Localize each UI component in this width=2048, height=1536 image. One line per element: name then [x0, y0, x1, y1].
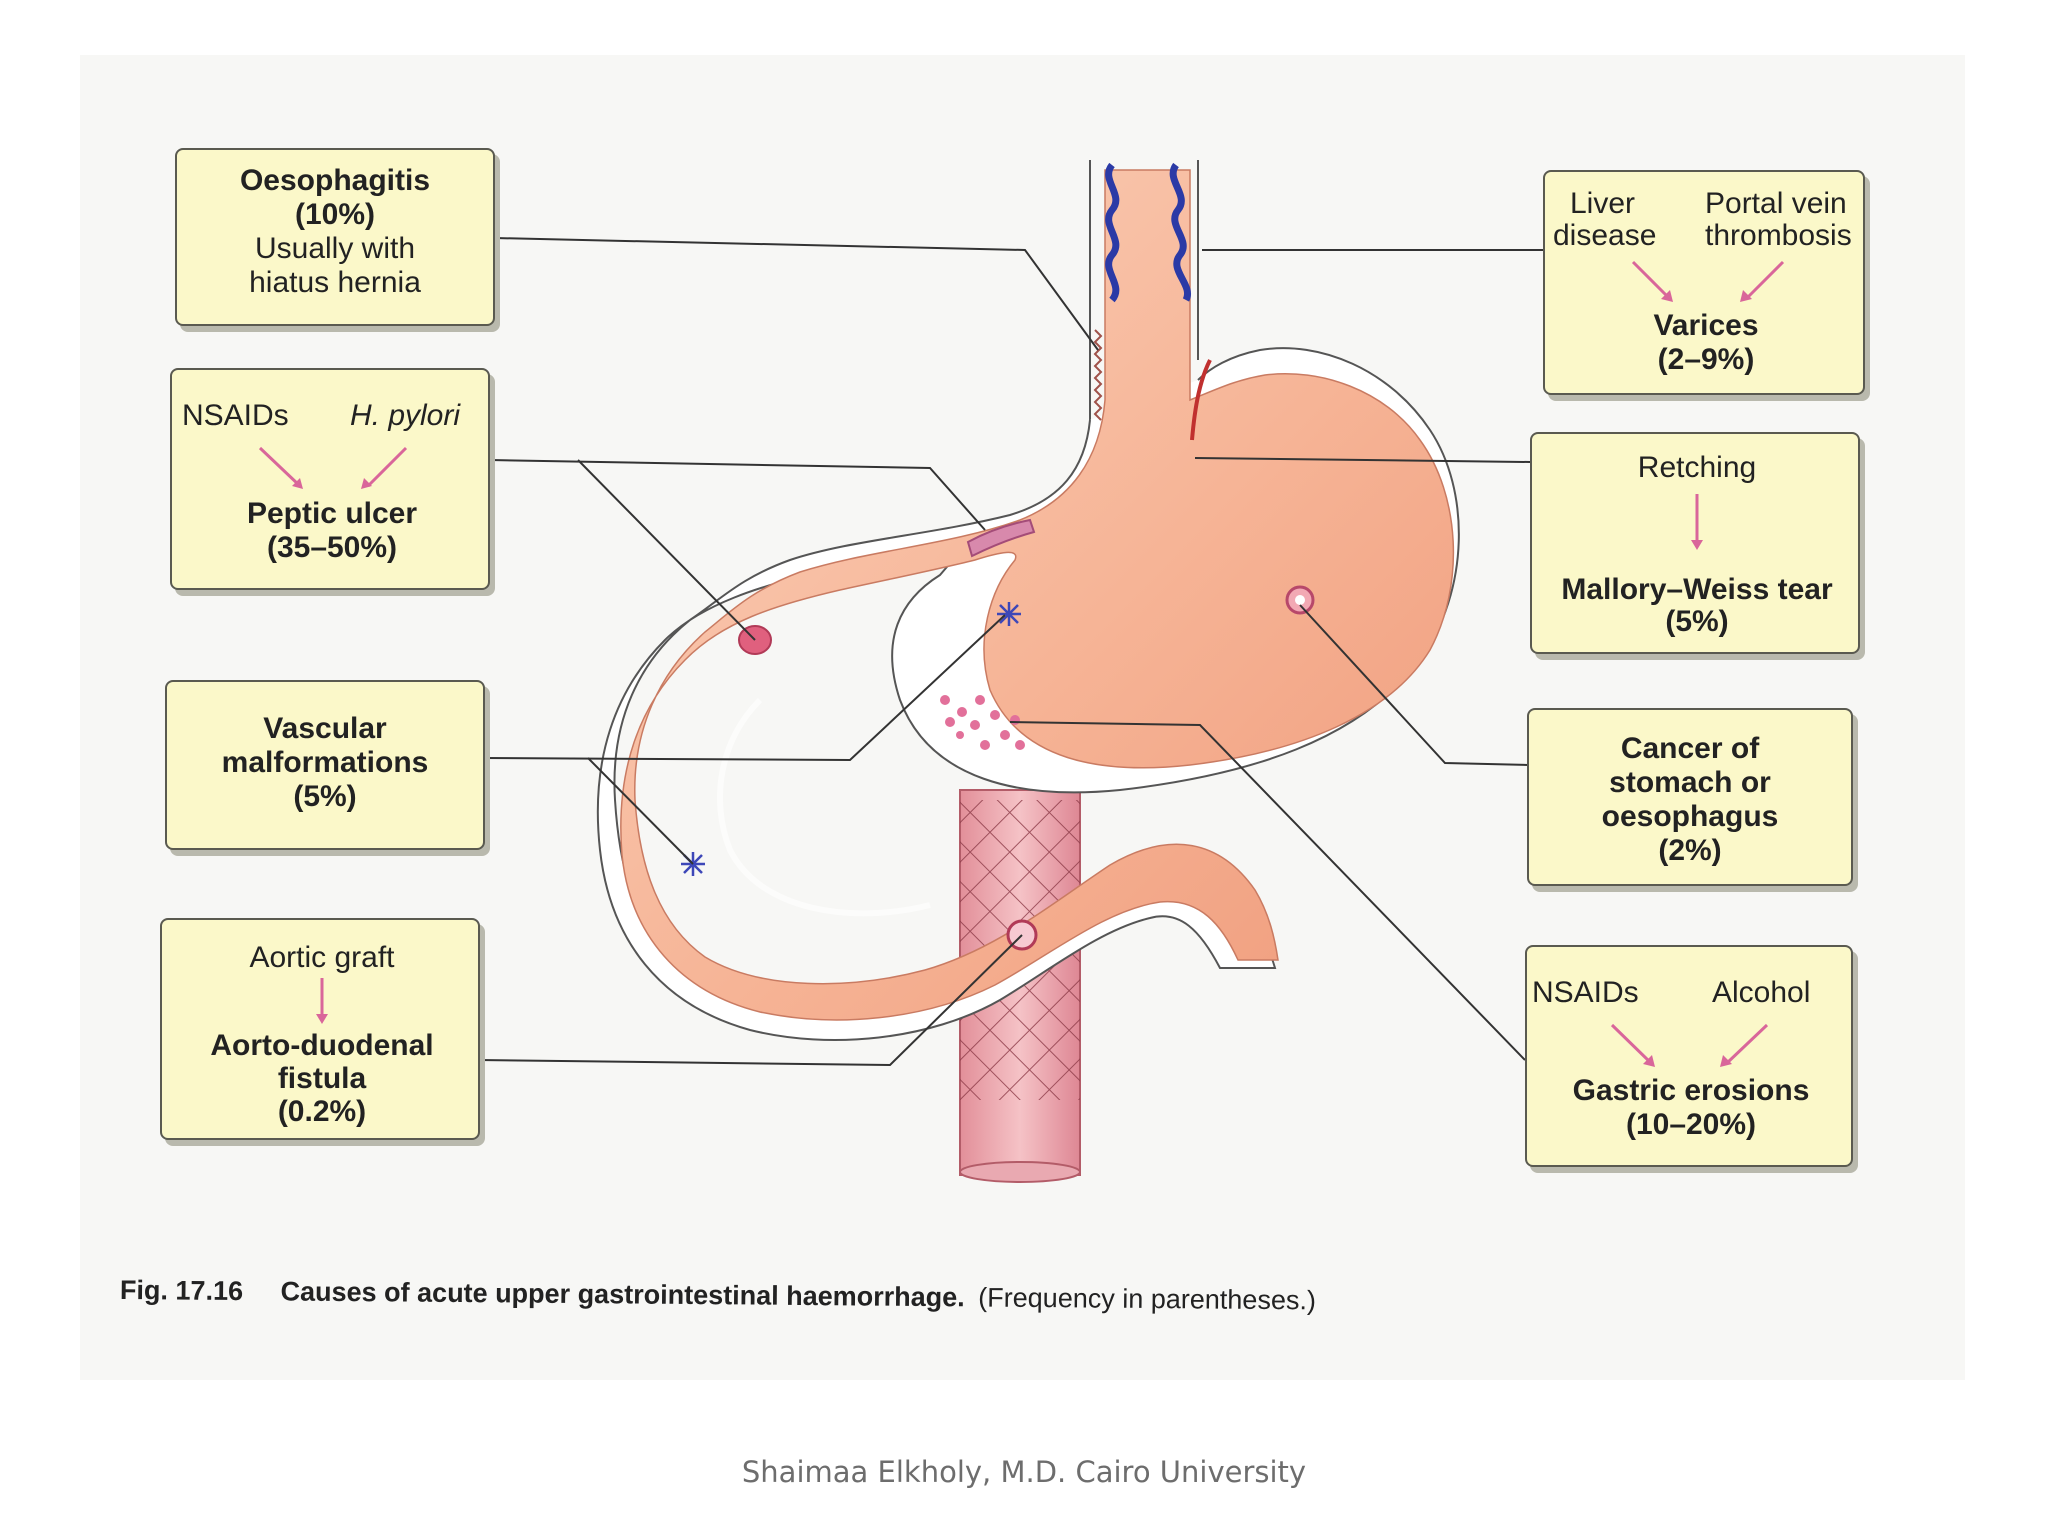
varices-box: Liver disease Portal vein thrombosis Var… [1543, 170, 1865, 395]
oesophagitis-lesion [1093, 329, 1103, 421]
cancer-title-line2: stomach or [1609, 766, 1771, 799]
figure-note: (Frequency in parentheses.) [978, 1282, 1317, 1316]
peptic-ulcer-frequency: (35–50%) [266, 531, 398, 564]
cancer-box: Cancer of stomach or oesophagus (2%) [1527, 708, 1853, 886]
vascular-box: Vascular malformations (5%) [165, 680, 485, 850]
stomach-outline [596, 160, 1460, 1041]
alcohol-label: Alcohol [1712, 976, 1811, 1009]
oesophagitis-frequency: (10%) [294, 198, 376, 231]
cancer-frequency: (2%) [1658, 834, 1722, 867]
cause-arrows [1610, 1023, 1769, 1067]
gastric-erosions-title: Gastric erosions [1572, 1074, 1810, 1107]
figure-number: Fig. 17.16 [119, 1275, 244, 1307]
portal-vein-label-line1: Portal vein [1705, 187, 1847, 220]
varices-title: Varices [1653, 309, 1759, 342]
nsaids-label: NSAIDs [1532, 976, 1639, 1009]
h-pylori-label: H. pylori [350, 399, 461, 432]
oesophagitis-note-line1: Usually with [254, 232, 416, 265]
varices-frequency: (2–9%) [1657, 343, 1755, 376]
portal-vein-label-line2: thrombosis [1705, 219, 1852, 252]
gastric-erosions-box: NSAIDs Alcohol Gastric erosions (10–20%) [1525, 945, 1853, 1167]
gastric-ulcer-spot [966, 518, 1036, 558]
vascular-title-line2: malformations [221, 746, 429, 779]
oesophagitis-title: Oesophagitis [239, 164, 431, 197]
liver-disease-label-line1: Liver [1570, 187, 1636, 220]
liver-disease-label-line2: disease [1553, 219, 1657, 252]
cancer-lesion [1285, 585, 1315, 615]
oesophagitis-note-line2: hiatus hernia [249, 266, 421, 299]
vascular-frequency: (5%) [293, 780, 357, 813]
nsaids-label: NSAIDs [182, 399, 289, 432]
aorto-duodenal-title-line1: Aorto-duodenal [210, 1029, 434, 1062]
peptic-ulcer-title: Peptic ulcer [246, 497, 418, 530]
cause-arrow [316, 978, 328, 1024]
aorto-duodenal-title-line2: fistula [277, 1062, 367, 1095]
aortic-graft-label: Aortic graft [249, 941, 395, 974]
cancer-title-line3: oesophagus [1601, 800, 1779, 833]
mallory-weiss-frequency: (5%) [1665, 605, 1729, 638]
aorto-duodenal-frequency: (0.2%) [277, 1095, 367, 1128]
mallory-weiss-tear [1190, 359, 1212, 441]
peptic-ulcer-box: NSAIDs H. pylori Peptic ulcer (35–50%) [170, 368, 490, 590]
cause-arrow [1691, 494, 1703, 550]
cancer-title-line1: Cancer of [1620, 732, 1760, 765]
oesophagitis-box: Oesophagitis (10%) Usually with hiatus h… [175, 148, 495, 326]
author-credit: Shaimaa Elkholy, M.D. Cairo University [741, 1455, 1307, 1489]
mallory-weiss-box: Retching Mallory–Weiss tear (5%) [1530, 432, 1860, 654]
cause-arrows [1631, 260, 1785, 302]
retching-label: Retching [1637, 451, 1757, 484]
gastric-erosions-frequency: (10–20%) [1625, 1108, 1757, 1141]
aorto-duodenal-box: Aortic graft Aorto-duodenal fistula (0.2… [160, 918, 480, 1140]
figure-title: Causes of acute upper gastrointestinal h… [280, 1276, 965, 1313]
varices-vessels [1105, 162, 1191, 303]
cause-arrows [258, 446, 408, 489]
leader-lines [477, 237, 1543, 1067]
vascular-title-line1: Vascular [263, 712, 387, 745]
mallory-weiss-title: Mallory–Weiss tear [1561, 573, 1833, 606]
